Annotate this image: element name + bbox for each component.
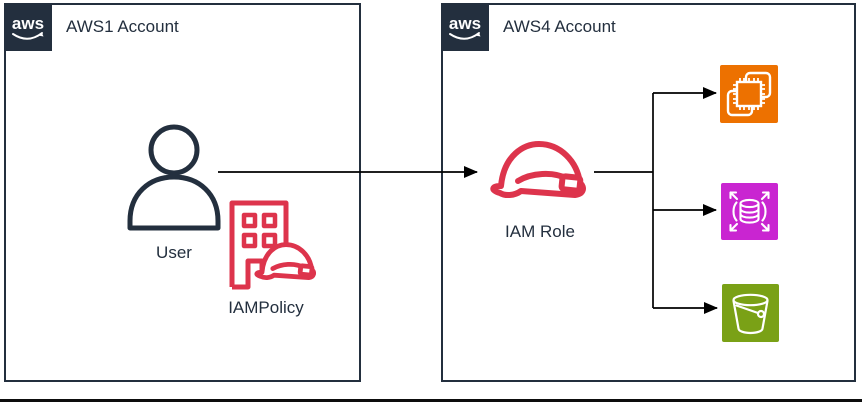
compute-chip-icon [720, 65, 778, 123]
s3-bucket-icon [722, 284, 779, 342]
user-label: User [156, 243, 192, 262]
svg-text:aws: aws [449, 14, 481, 33]
account-group-aws4: aws AWS4 Account IAM Role [441, 3, 856, 382]
account-title-aws4: AWS4 Account [503, 17, 616, 36]
iam-role-label: IAM Role [505, 222, 575, 241]
aws-logo-icon: aws [4, 3, 52, 51]
iam-role-hardhat-icon [483, 138, 597, 210]
account-group-aws1: aws AWS1 Account User [4, 3, 361, 382]
database-scale-icon [721, 183, 778, 240]
account-title-aws1: AWS1 Account [66, 17, 179, 36]
window-bottom-edge [0, 399, 862, 402]
aws-logo-icon: aws [441, 3, 489, 51]
iam-policy-building-hat-icon [220, 197, 316, 291]
iam-policy-label: IAMPolicy [228, 298, 304, 317]
svg-text:aws: aws [12, 14, 44, 33]
user-icon [124, 122, 224, 232]
